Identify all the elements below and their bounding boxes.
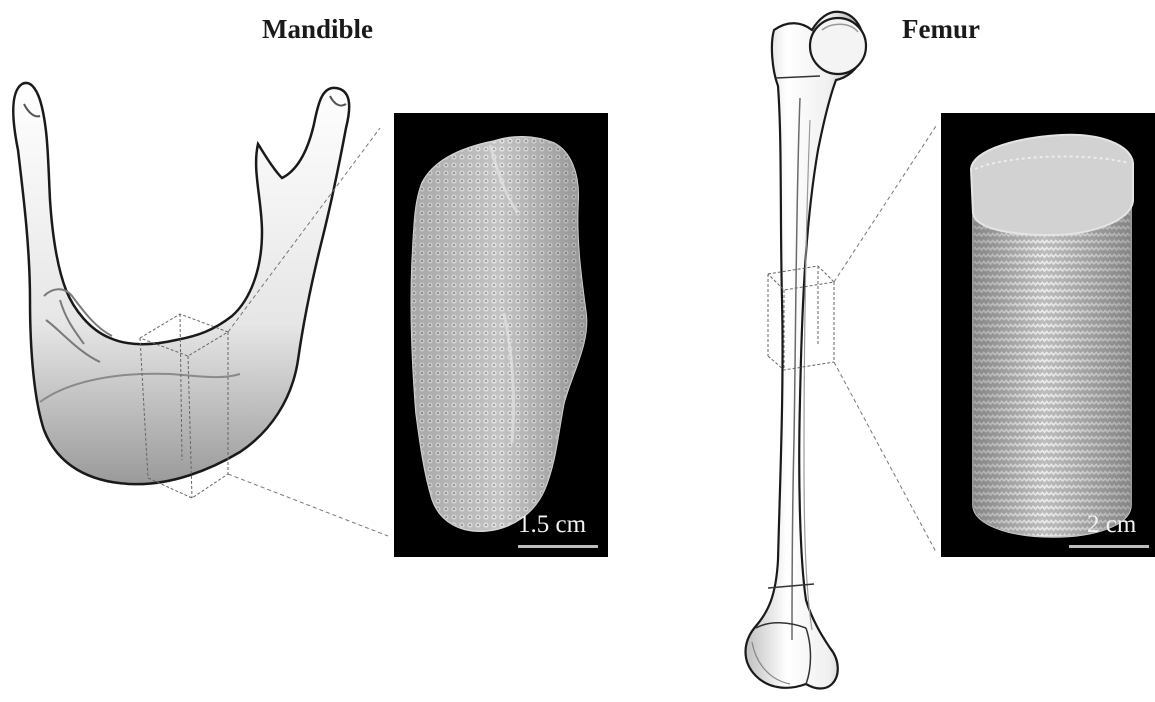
- femur-title: Femur: [902, 14, 980, 45]
- mandible-scaffold-render: [394, 113, 608, 557]
- femur-scaffold-image: 2 cm: [941, 113, 1155, 557]
- femur-scaffold-render: [941, 113, 1155, 557]
- femur-3d-model: [746, 12, 867, 689]
- mandible-3d-model: [13, 83, 349, 484]
- femur-scale-label: 2 cm: [1087, 511, 1136, 539]
- femur-scale-bar: [1069, 545, 1149, 548]
- femur-leader-lines: [834, 126, 936, 552]
- mandible-scale-label: 1.5 cm: [518, 511, 586, 539]
- mandible-title: Mandible: [262, 14, 373, 45]
- mandible-scaffold-image: 1.5 cm: [394, 113, 608, 557]
- mandible-scale-bar: [518, 545, 598, 548]
